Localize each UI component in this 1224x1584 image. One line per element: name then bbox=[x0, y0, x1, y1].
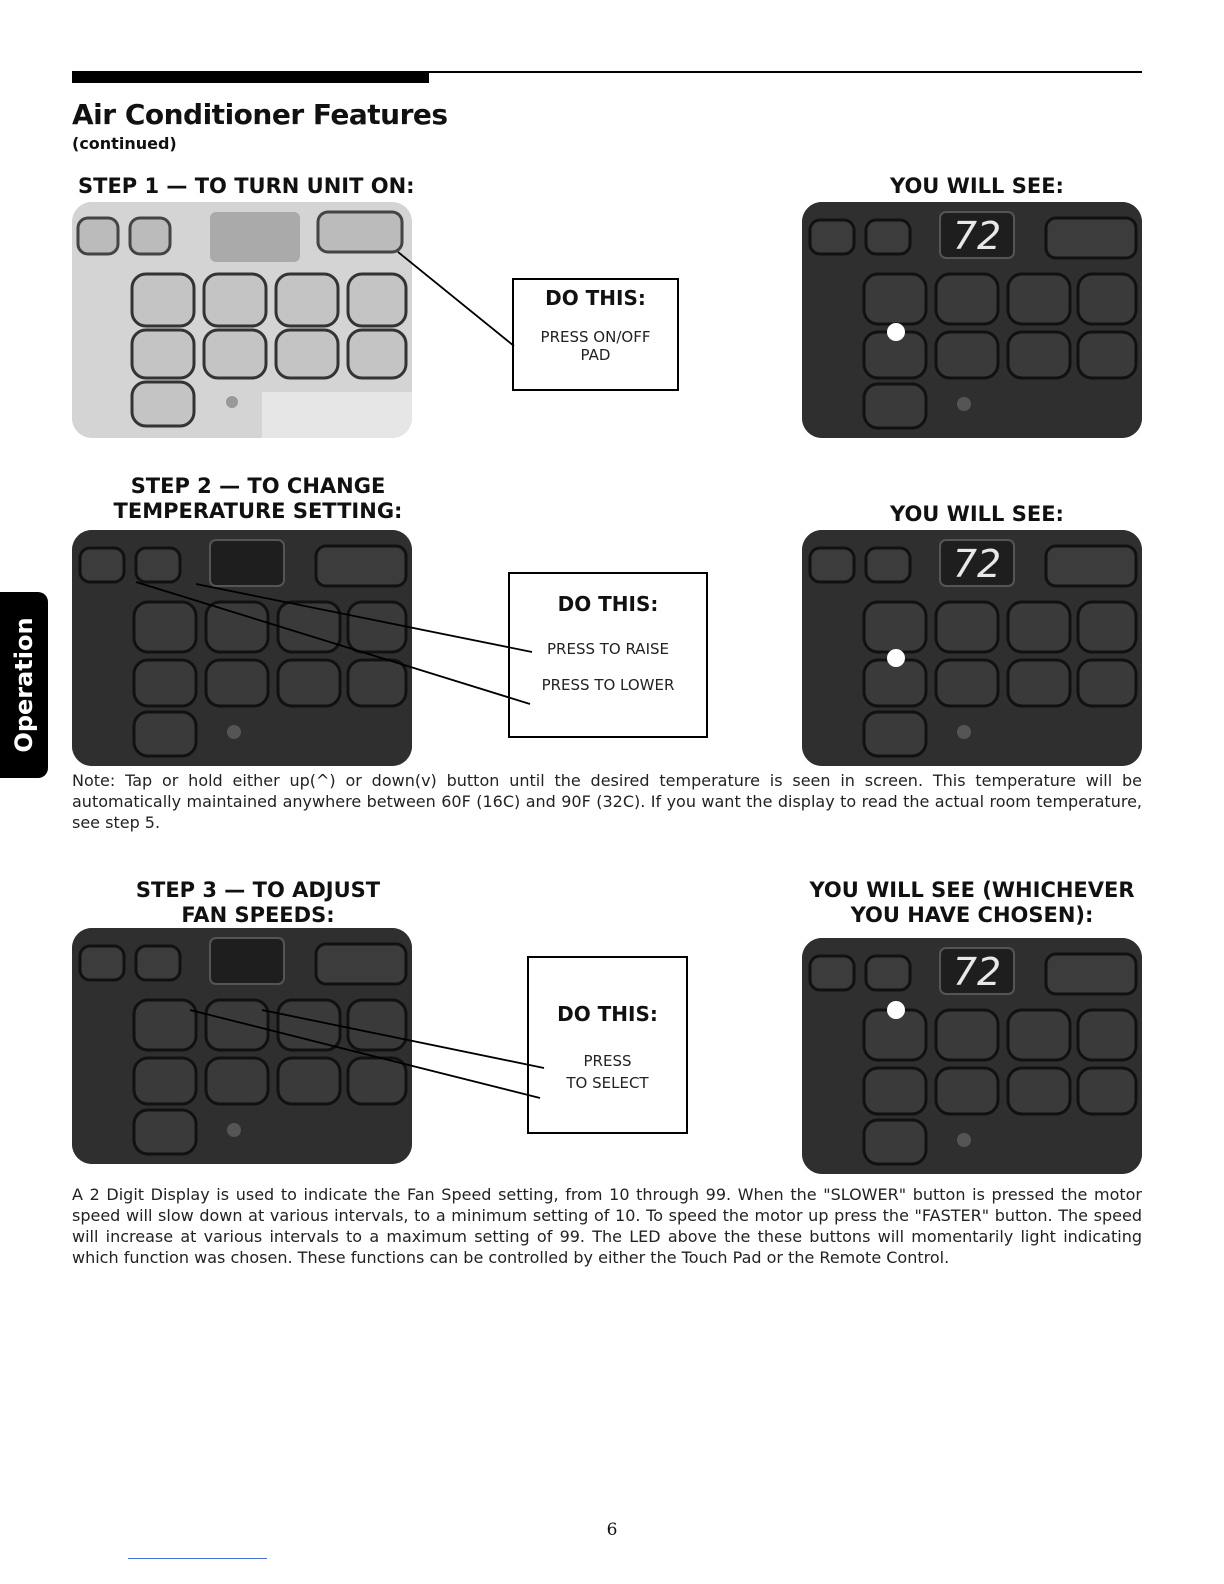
step3-control-panel-image bbox=[72, 928, 412, 1164]
step2-heading-line1: STEP 2 — TO CHANGE bbox=[130, 474, 386, 498]
step1-instruction-line2: PAD bbox=[580, 346, 611, 364]
step2-temperature-display: 72 bbox=[953, 542, 1001, 586]
step2-display-panel-image: 72 bbox=[802, 530, 1142, 766]
step3-do-this-title: DO THIS: bbox=[557, 1002, 658, 1026]
step3-note: A 2 Digit Display is used to indicate th… bbox=[72, 1185, 1142, 1267]
step2-do-this-box: DO THIS: PRESS TO RAISE PRESS TO LOWER bbox=[508, 572, 708, 738]
step3-heading-line1: STEP 3 — TO ADJUST bbox=[135, 878, 381, 902]
step1-display-panel-image: 72 bbox=[802, 202, 1142, 438]
step1-do-this-box: DO THIS: PRESS ON/OFF PAD bbox=[512, 278, 679, 391]
step2-note: Note: Tap or hold either up(^) or down(v… bbox=[72, 771, 1142, 832]
page-number: 6 bbox=[606, 1520, 618, 1540]
step1-temperature-display: 72 bbox=[953, 214, 1001, 258]
step1-instruction-line1: PRESS ON/OFF bbox=[540, 328, 651, 346]
step3-see-line2: YOU HAVE CHOSEN): bbox=[850, 903, 1094, 927]
step3-do-this-box: DO THIS: PRESS TO SELECT bbox=[527, 956, 688, 1134]
side-tab-label: Operation bbox=[10, 617, 38, 753]
page-title: Air Conditioner Features bbox=[72, 98, 448, 131]
step2-do-this-title: DO THIS: bbox=[557, 592, 659, 616]
step3-see-line1: YOU WILL SEE (WHICHEVER bbox=[809, 878, 1135, 902]
step3-fan-speed-display: 72 bbox=[953, 950, 1001, 994]
step1-heading: STEP 1 — TO TURN UNIT ON: bbox=[78, 174, 415, 198]
header-rule-thin bbox=[429, 71, 1142, 73]
step3-instruction-line2: TO SELECT bbox=[566, 1074, 649, 1092]
step2-see-heading: YOU WILL SEE: bbox=[890, 502, 1064, 526]
step3-see-heading: YOU WILL SEE (WHICHEVER YOU HAVE CHOSEN)… bbox=[806, 878, 1138, 928]
step3-heading-line2: FAN SPEEDS: bbox=[181, 903, 335, 927]
step2-heading-line2: TEMPERATURE SETTING: bbox=[113, 499, 403, 523]
step1-control-panel-image bbox=[72, 202, 412, 438]
step3-heading: STEP 3 — TO ADJUST FAN SPEEDS: bbox=[112, 878, 404, 928]
page-subtitle: (continued) bbox=[72, 134, 177, 153]
step2-control-panel-image bbox=[72, 530, 412, 766]
step2-instruction-lower: PRESS TO LOWER bbox=[541, 676, 675, 694]
footer-line bbox=[128, 1558, 267, 1559]
header-rule-thick bbox=[72, 71, 429, 83]
step1-do-this-title: DO THIS: bbox=[545, 286, 646, 310]
step3-instruction-line1: PRESS bbox=[583, 1052, 632, 1070]
step3-display-panel-image: 72 bbox=[802, 938, 1142, 1174]
operation-side-tab: Operation bbox=[0, 592, 48, 778]
step1-pointer-line bbox=[397, 251, 515, 347]
step2-heading: STEP 2 — TO CHANGE TEMPERATURE SETTING: bbox=[112, 474, 404, 524]
step1-see-heading: YOU WILL SEE: bbox=[890, 174, 1064, 198]
step2-instruction-raise: PRESS TO RAISE bbox=[547, 640, 669, 658]
